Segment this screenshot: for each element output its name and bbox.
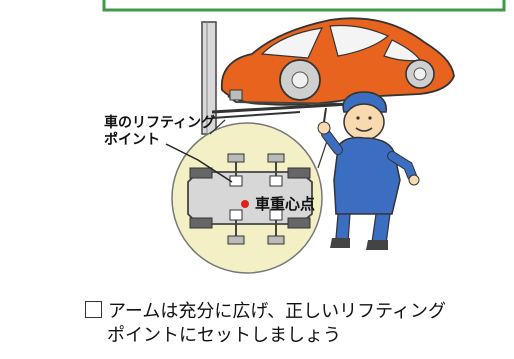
underside-inset bbox=[165, 119, 331, 274]
instruction-caption: アームは充分に広げ、正しいリフティング ポイントにセットしましょう bbox=[85, 300, 446, 348]
center-of-gravity-label: 車重心点 bbox=[255, 195, 316, 213]
center-of-gravity-dot bbox=[241, 200, 249, 208]
lifting-point-label-line2: ポイント bbox=[104, 132, 160, 148]
checkbox-icon bbox=[85, 301, 102, 318]
lift-arms bbox=[211, 102, 351, 119]
car-on-lift bbox=[220, 17, 455, 106]
lifting-point-label: 車のリフティング ポイント bbox=[104, 115, 215, 149]
caption-line1: アームは充分に広げ、正しいリフティング bbox=[108, 301, 447, 322]
top-banner-frame bbox=[102, 0, 506, 12]
mechanic-figure bbox=[317, 91, 420, 250]
caption-line2: ポイントにセットしましょう bbox=[107, 325, 341, 346]
lifting-point-label-line1: 車のリフティング bbox=[104, 115, 216, 131]
